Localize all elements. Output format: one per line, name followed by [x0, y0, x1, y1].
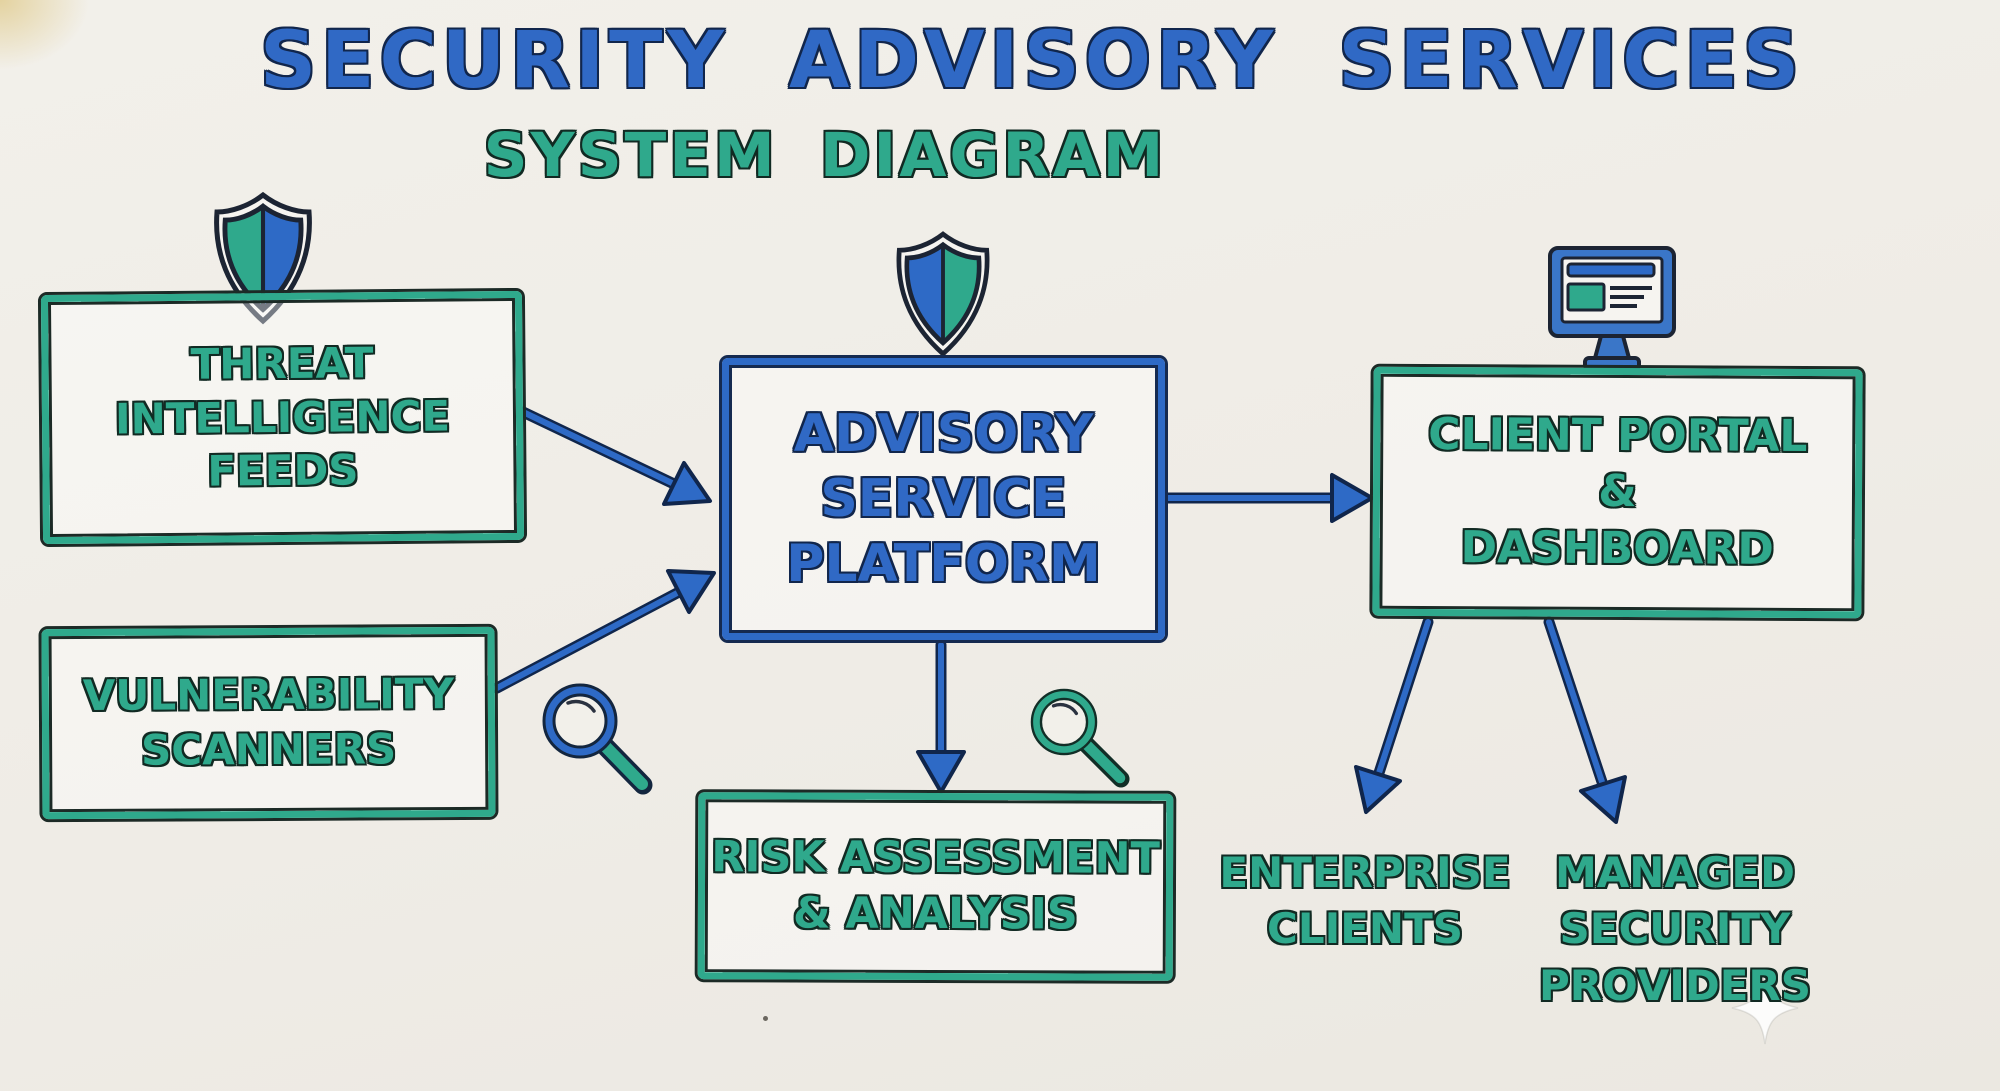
box-label-line: RISK ASSESSMENT — [711, 831, 1160, 884]
label-line: MANAGED — [1555, 848, 1795, 897]
enterprise-clients-label: ENTERPRISE CLIENTS — [1200, 845, 1530, 958]
arrow-platform-to-portal — [1161, 473, 1374, 523]
arrow-portal-to-managed — [1543, 616, 1627, 824]
box-label-line: INTELLIGENCE — [114, 391, 451, 444]
magnifier-icon — [1030, 688, 1130, 788]
box-label-line: CLIENT PORTAL — [1428, 409, 1808, 463]
box-label-line: PLATFORM — [786, 533, 1101, 594]
arrow-vulnerability-to-platform — [491, 569, 716, 694]
shield-icon — [217, 195, 310, 321]
arrow-platform-to-risk — [916, 639, 966, 794]
box-label-line: DASHBOARD — [1460, 521, 1774, 575]
label-line: CLIENTS — [1267, 904, 1463, 954]
box-label-line: FEEDS — [207, 445, 359, 497]
label-line: ENTERPRISE — [1219, 848, 1511, 897]
risk-assessment-analysis-box: RISK ASSESSMENT & ANALYSIS — [697, 792, 1174, 981]
magnifier-icon — [542, 683, 653, 795]
diagram-subtitle: SYSTEM DIAGRAM — [483, 120, 1167, 191]
box-label-line: SERVICE — [820, 468, 1067, 529]
label-line: PROVIDERS — [1539, 960, 1811, 1010]
box-label-line: & ANALYSIS — [792, 888, 1078, 939]
client-portal-dashboard-box: CLIENT PORTAL & DASHBOARD — [1372, 366, 1863, 619]
shield-icon — [899, 234, 987, 354]
vulnerability-scanners-box: VULNERABILITY SCANNERS — [41, 626, 496, 820]
whiteboard-speck — [763, 1016, 768, 1021]
advisory-service-platform-box: ADVISORY SERVICE PLATFORM — [722, 358, 1165, 640]
monitor-icon — [1548, 246, 1676, 371]
box-label-line: VULNERABILITY — [82, 669, 455, 721]
arrow-portal-to-enterprise — [1354, 616, 1434, 814]
box-label-line: SCANNERS — [140, 724, 397, 775]
arrow-threat-to-platform — [517, 406, 712, 506]
box-label-line: & — [1598, 466, 1637, 518]
managed-security-providers-label: MANAGED SECURITY PROVIDERS — [1492, 845, 1858, 1014]
box-label-line: THREAT — [190, 338, 374, 389]
sparkle-icon — [1731, 971, 1799, 1045]
diagram-title: SECURITY ADVISORY SERVICES — [260, 16, 1804, 106]
box-label-line: ADVISORY — [793, 403, 1094, 464]
label-line: SECURITY — [1559, 904, 1791, 954]
threat-intelligence-feeds-box: THREAT INTELLIGENCE FEEDS — [40, 290, 525, 545]
